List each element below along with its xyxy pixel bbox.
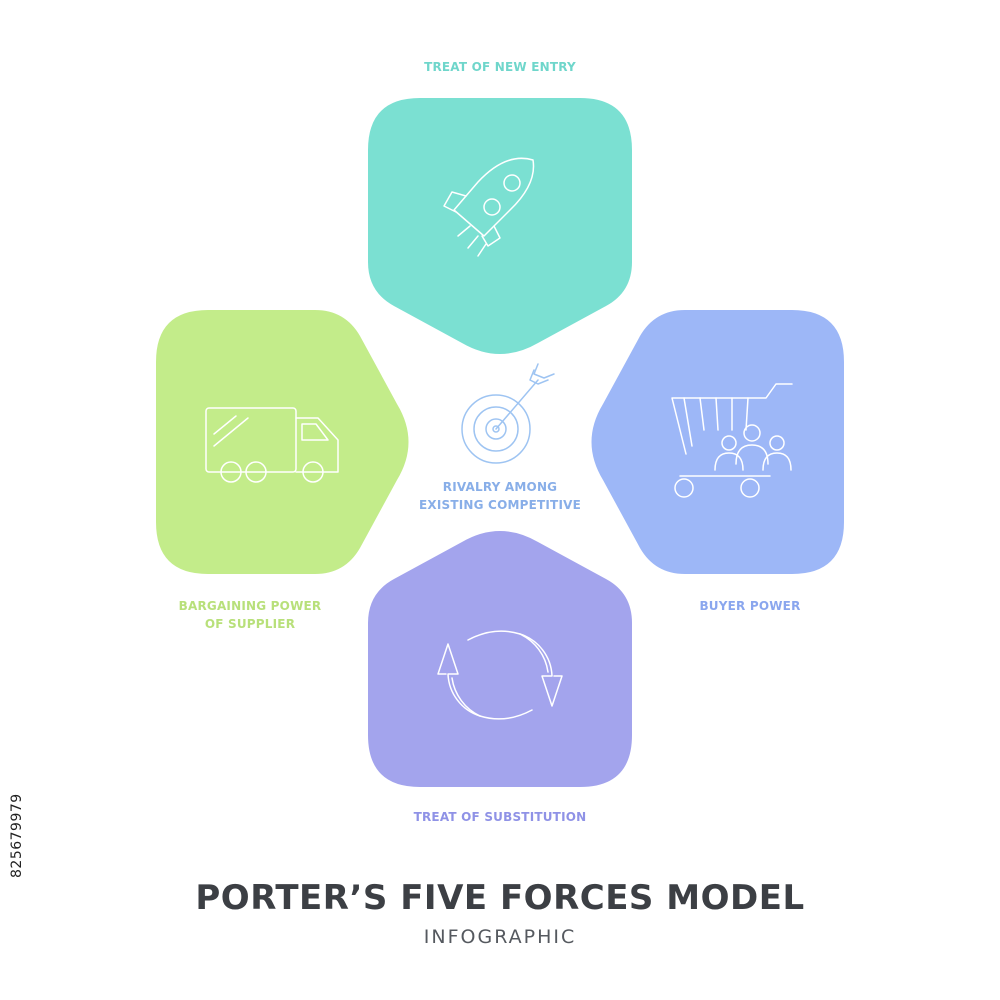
new-entry-panel bbox=[368, 98, 632, 354]
truck-icon bbox=[205, 407, 339, 483]
supplier-panel bbox=[156, 310, 409, 574]
rivalry-label: RIVALRY AMONG EXISTING COMPETITIVE bbox=[418, 480, 581, 512]
side-id-number: 825679979 bbox=[9, 793, 25, 878]
substitution-panel bbox=[368, 531, 632, 787]
new-entry-label: TREAT OF NEW ENTRY bbox=[424, 60, 576, 74]
supplier-label: BARGAINING POWER OF SUPPLIER bbox=[178, 599, 322, 631]
shopping-cart-people-icon bbox=[671, 383, 793, 498]
buyer-panel bbox=[591, 310, 844, 574]
diagram-title: PORTER’S FIVE FORCES MODEL bbox=[195, 878, 805, 918]
buyer-label: BUYER POWER bbox=[699, 599, 801, 613]
rocket-icon bbox=[443, 157, 535, 257]
diagram-subtitle: INFOGRAPHIC bbox=[423, 926, 577, 948]
target-arrow-icon bbox=[461, 363, 555, 464]
substitution-label: TREAT OF SUBSTITUTION bbox=[413, 810, 587, 824]
refresh-arrows-icon bbox=[437, 630, 563, 720]
